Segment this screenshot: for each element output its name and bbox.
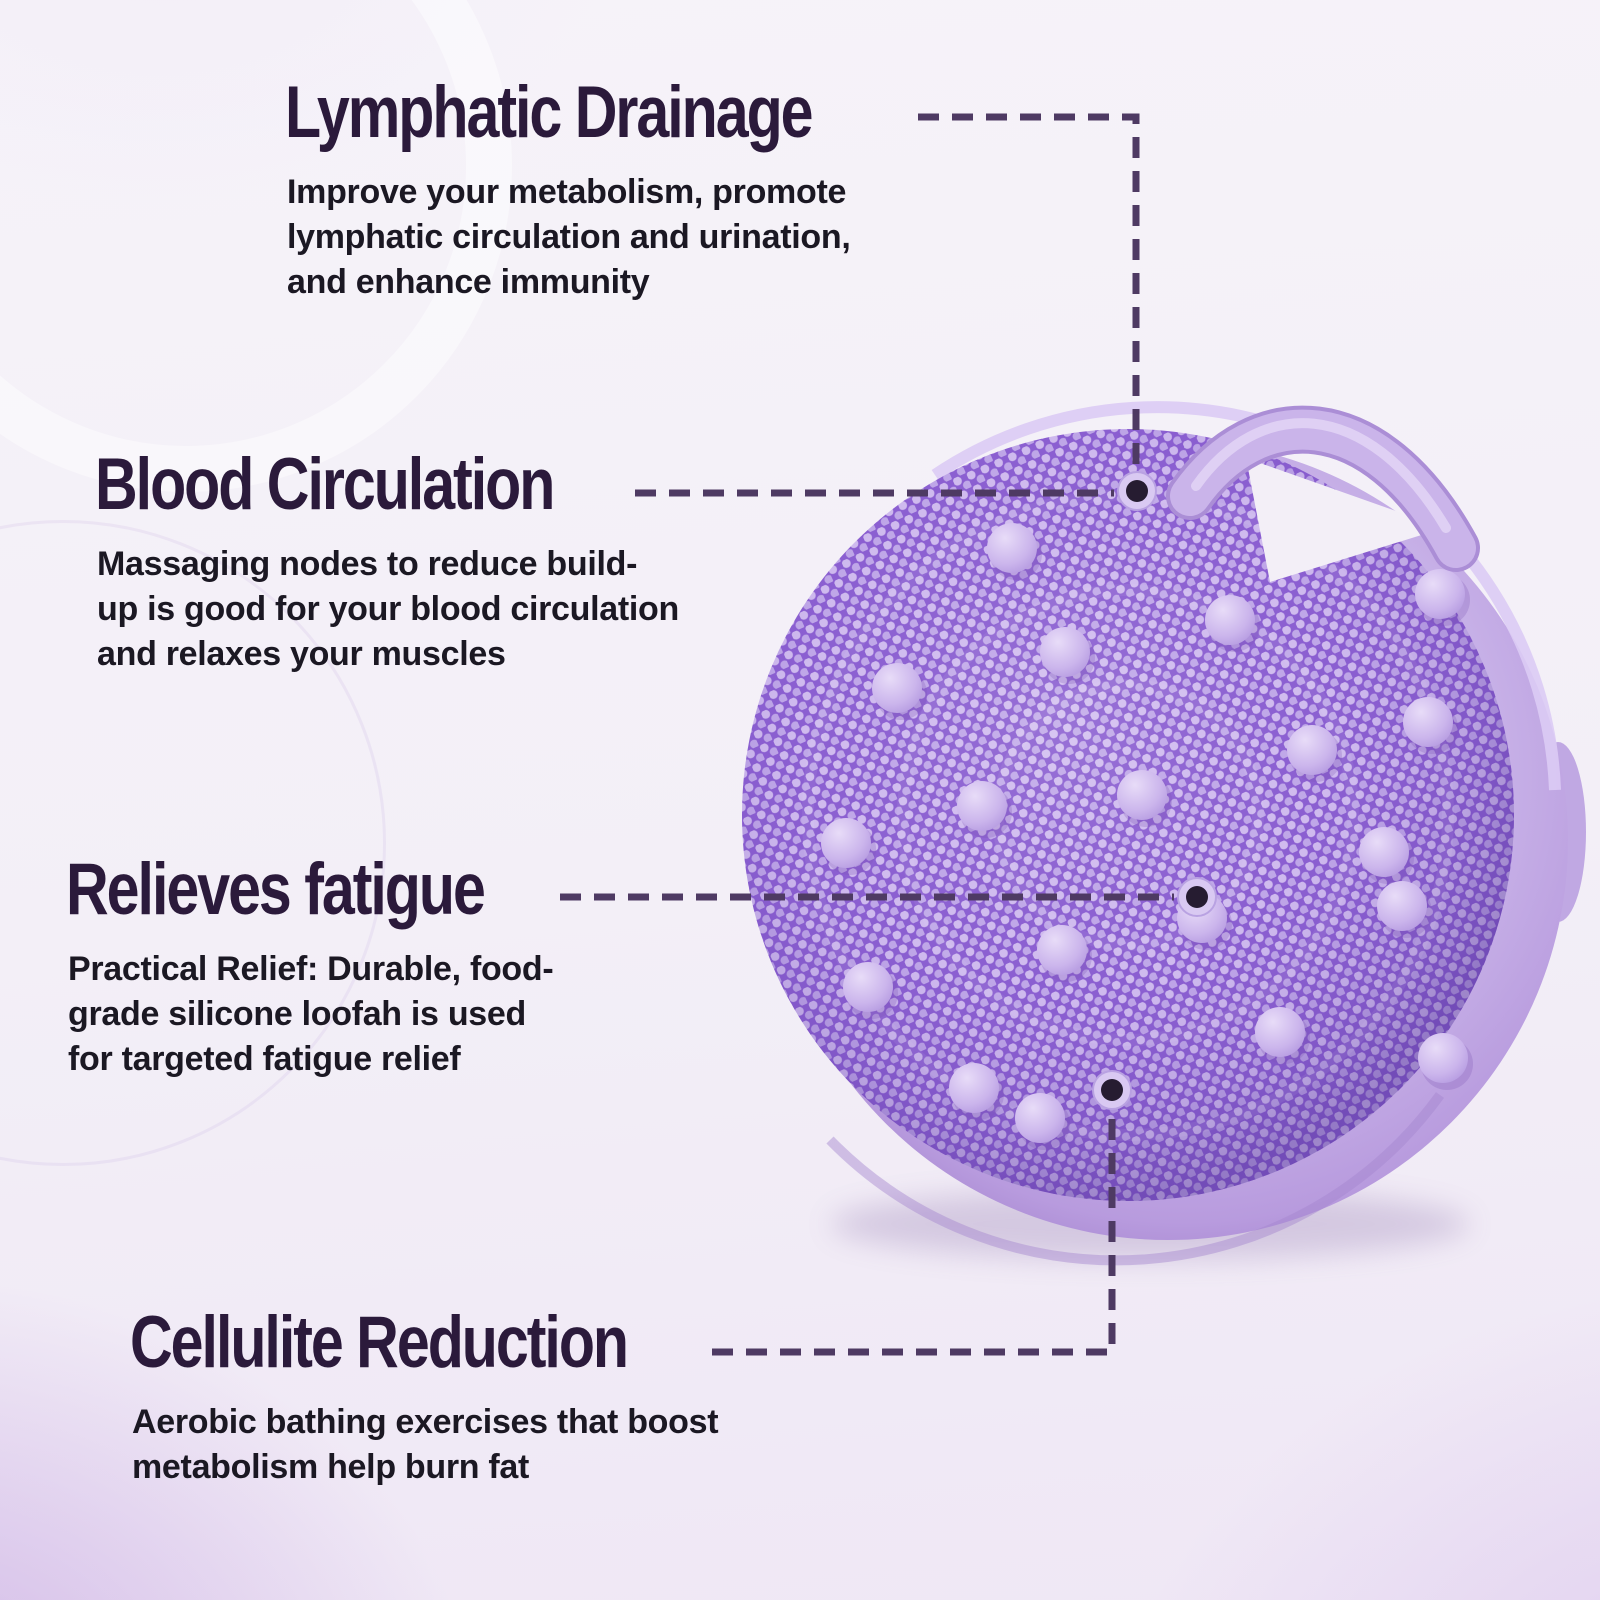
section-title-cellulite-reduction: Cellulite Reduction: [130, 1302, 629, 1383]
section-title-lymphatic-drainage: Lymphatic Drainage: [285, 72, 814, 153]
section-lymphatic-drainage: Lymphatic Drainage Improve your metaboli…: [285, 72, 935, 305]
section-description-cellulite-reduction: Aerobic bathing exercises that boost met…: [132, 1402, 719, 1486]
section-cellulite-reduction: Cellulite Reduction Aerobic bathing exer…: [130, 1302, 744, 1490]
drainage-hole-lymphatic: [1117, 471, 1157, 511]
drainage-hole-cellulite: [1092, 1070, 1132, 1110]
rim-bottom-shading: [826, 1092, 1445, 1266]
massage-node: [987, 523, 1042, 580]
massage-node: [843, 962, 898, 1019]
leader-line-cellulite: [712, 1113, 1116, 1356]
massage-node: [1117, 770, 1172, 827]
massage-node: [872, 663, 927, 720]
massage-node: [1287, 725, 1342, 782]
massage-node: [1040, 627, 1095, 684]
massage-node: [949, 1063, 1004, 1120]
section-blood-circulation: Blood Circulation Massaging nodes to red…: [95, 444, 679, 677]
section-description-relieves-fatigue: Practical Relief: Durable, food- grade s…: [68, 949, 554, 1079]
massage-node: [1377, 881, 1432, 938]
massage-node: [1015, 1093, 1070, 1150]
handle-cutout: [1246, 458, 1444, 582]
massage-node: [1037, 925, 1092, 982]
leader-dot-fatigue: [1186, 886, 1208, 908]
section-title-relieves-fatigue: Relieves fatigue: [66, 849, 486, 930]
leader-dot-lymphatic-blood: [1126, 480, 1148, 502]
section-relieves-fatigue: Relieves fatigue Practical Relief: Durab…: [66, 849, 582, 1082]
section-description-blood-circulation: Massaging nodes to reduce build- up is g…: [97, 544, 679, 674]
leader-line-lymphatic: [918, 113, 1140, 468]
massage-node: [1205, 595, 1260, 652]
massage-node: [821, 818, 876, 875]
leader-dot-cellulite: [1101, 1079, 1123, 1101]
drainage-hole-fatigue: [1177, 877, 1217, 917]
massage-nodes: [821, 523, 1473, 1150]
handle-strap-highlight: [1191, 418, 1451, 533]
section-description-lymphatic-drainage: Improve your metabolism, promote lymphat…: [287, 172, 851, 302]
massage-node: [1403, 697, 1458, 754]
bristle-swirl-ring: [897, 584, 1359, 1046]
massage-node: [1418, 1033, 1473, 1090]
body-scrubber-product: [742, 401, 1586, 1266]
massage-node: [1359, 827, 1414, 884]
leader-lines: [560, 113, 1174, 1356]
massage-node: [1255, 1007, 1310, 1064]
massage-node: [1415, 569, 1470, 626]
massage-node: [957, 781, 1012, 838]
section-title-blood-circulation: Blood Circulation: [95, 444, 555, 525]
